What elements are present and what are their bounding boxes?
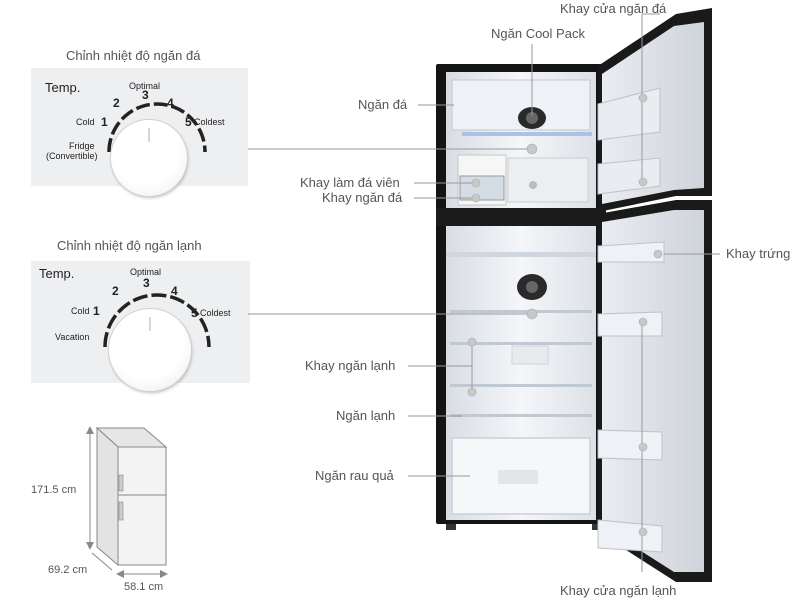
freezer-control-title: Chỉnh nhiệt độ ngăn đá — [66, 48, 201, 63]
freezer-dial-arc — [107, 102, 207, 153]
fridge-dial-arc — [103, 293, 211, 348]
callout-ice-maker: Khay làm đá viên — [300, 175, 400, 190]
fridge-optimal-label: Optimal — [130, 267, 162, 277]
freezer-fridge-label: Fridge — [69, 141, 95, 151]
callout-egg-tray: Khay trứng — [726, 246, 791, 261]
callout-cool-pack: Ngăn Cool Pack — [491, 26, 585, 41]
callout-freezer-door-tray: Khay cửa ngăn đá — [560, 1, 667, 16]
freezer-cold-label: Cold — [76, 117, 95, 127]
freezer-convertible-label: (Convertible) — [46, 151, 98, 161]
callout-freezer-tray: Khay ngăn đá — [322, 190, 403, 205]
fridge-coldest-label: Coldest — [200, 308, 231, 318]
depth-dimension: 69.2 cm — [48, 564, 88, 576]
freezer-control-panel: Temp. Optimal 1 2 3 4 5 Cold Coldest Fri… — [31, 68, 248, 196]
fridge-setting-3: 3 — [143, 276, 150, 290]
callout-fridge-tray: Khay ngăn lạnh — [305, 358, 396, 373]
callout-veg-drawer: Ngăn rau quả — [315, 468, 394, 483]
fridge-control-panel: Temp. Optimal 1 2 3 4 5 Cold Coldest Vac… — [31, 261, 250, 391]
freezer-dial-knob[interactable] — [111, 120, 187, 196]
fridge-setting-4: 4 — [171, 284, 178, 298]
fridge-setting-5: 5 — [191, 306, 198, 320]
freezer-setting-2: 2 — [113, 96, 120, 110]
width-dimension: 58.1 cm — [124, 581, 164, 593]
dimensions-diagram — [86, 426, 168, 578]
freezer-setting-4: 4 — [167, 96, 174, 110]
freezer-setting-3: 3 — [142, 88, 149, 102]
callout-freezer: Ngăn đá — [358, 97, 408, 112]
fridge-vacation-label: Vacation — [55, 332, 90, 342]
fridge-dial-knob[interactable] — [109, 309, 191, 391]
callout-fridge-door-tray: Khay cửa ngăn lạnh — [560, 583, 677, 598]
freezer-setting-5: 5 — [185, 115, 192, 129]
fridge-setting-2: 2 — [112, 284, 119, 298]
fridge-control-title: Chỉnh nhiệt độ ngăn lạnh — [57, 238, 202, 253]
height-dimension: 171.5 cm — [31, 484, 77, 496]
freezer-temp-label: Temp. — [45, 80, 81, 95]
fridge-setting-1: 1 — [93, 304, 100, 318]
freezer-coldest-label: Coldest — [194, 117, 225, 127]
freezer-optimal-label: Optimal — [129, 81, 161, 91]
fridge-cold-label: Cold — [71, 306, 90, 316]
fridge-temp-label: Temp. — [39, 266, 75, 281]
freezer-setting-1: 1 — [101, 115, 108, 129]
callout-fridge: Ngăn lạnh — [336, 408, 396, 423]
